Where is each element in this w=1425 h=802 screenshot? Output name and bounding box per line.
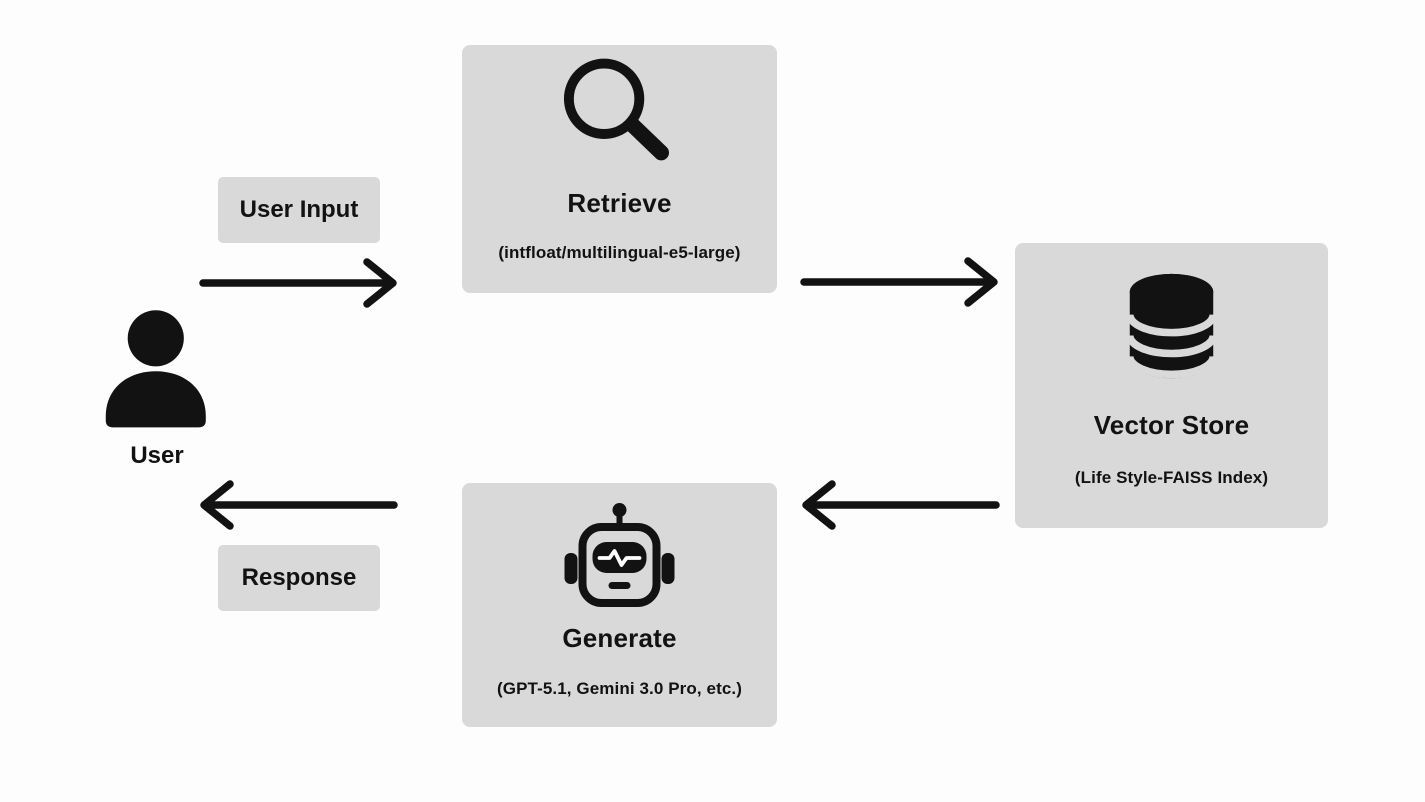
vector-store-node: Vector Store (Life Style-FAISS Index) xyxy=(1015,243,1328,528)
user-label: User xyxy=(130,442,184,469)
arrow-user-to-retrieve xyxy=(199,258,397,308)
arrow-vector-store-to-generate xyxy=(802,480,1000,530)
robot-icon xyxy=(564,503,675,607)
arrowhead-left-icon xyxy=(200,480,234,530)
vector-store-title: Vector Store xyxy=(1093,410,1250,440)
arrow-generate-to-user xyxy=(200,480,398,530)
arrow-retrieve-to-vector-store xyxy=(800,257,998,307)
vector-store-subtitle: (Life Style-FAISS Index) xyxy=(1074,467,1269,487)
generate-title: Generate xyxy=(562,623,677,653)
user-actor: User xyxy=(95,309,219,474)
magnifier-search-icon xyxy=(563,58,669,161)
user-input-label: User Input xyxy=(218,177,380,243)
generate-subtitle: (GPT-5.1, Gemini 3.0 Pro, etc.) xyxy=(497,678,742,698)
arrowhead-right-icon xyxy=(964,257,998,307)
retrieve-subtitle: (intfloat/multilingual-e5-large) xyxy=(498,242,741,262)
response-label: Response xyxy=(218,545,380,611)
arrowhead-right-icon xyxy=(363,258,397,308)
database-icon xyxy=(1125,273,1218,379)
retrieve-node: Retrieve (intfloat/multilingual-e5-large… xyxy=(462,45,777,293)
arrowhead-left-icon xyxy=(802,480,836,530)
person-icon xyxy=(105,310,206,428)
retrieve-title: Retrieve xyxy=(567,188,672,218)
generate-node: Generate (GPT-5.1, Gemini 3.0 Pro, etc.) xyxy=(462,483,777,727)
